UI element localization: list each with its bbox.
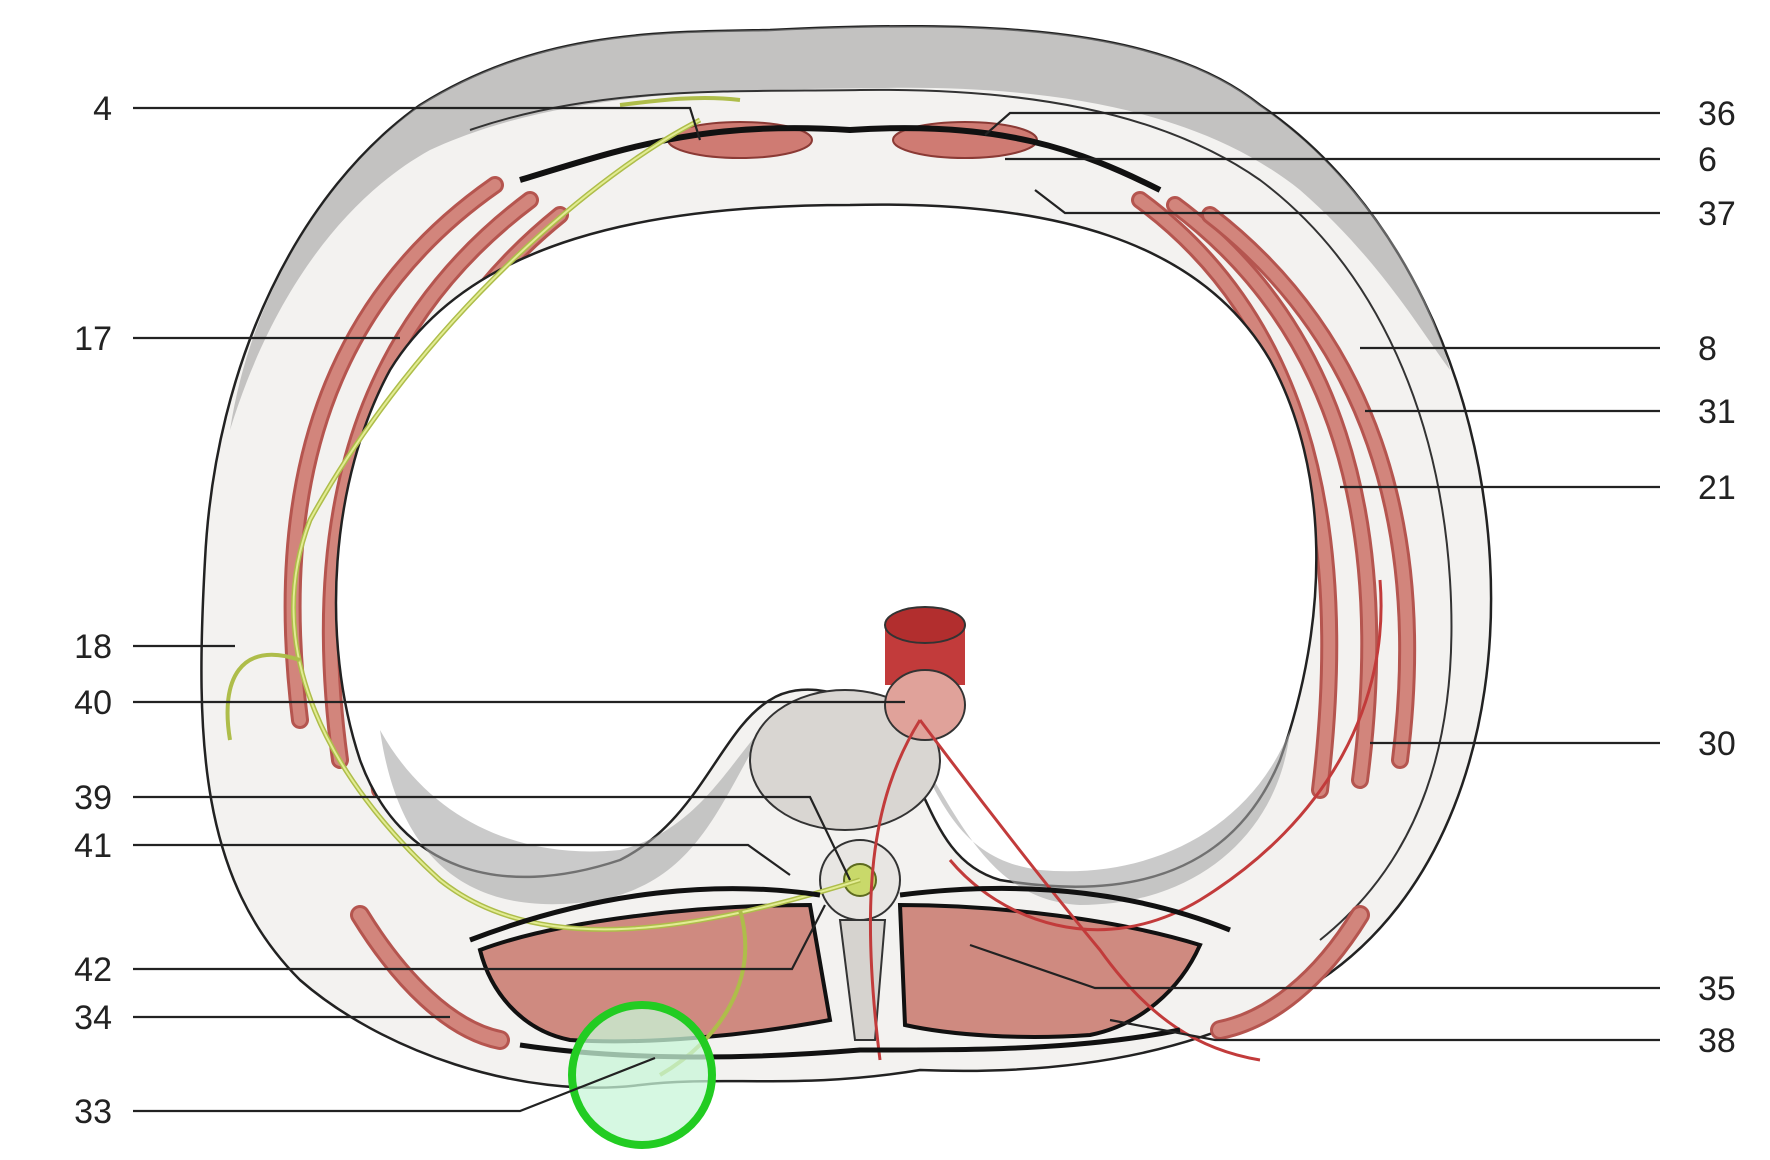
label-37: 37	[1698, 195, 1736, 233]
label-8: 8	[1698, 330, 1717, 368]
skin-inner-line	[469, 88, 1453, 941]
muscle-band	[1213, 908, 1367, 1037]
posterior-shadow-left	[380, 720, 770, 905]
leader-37	[1034, 189, 1660, 215]
label-17: 17	[74, 320, 112, 358]
label-38: 38	[1698, 1022, 1736, 1060]
label-39: 39	[74, 779, 112, 817]
fascia-posterior	[469, 886, 821, 943]
labels-left: 4 17 18 40 39 41 42 34 33	[74, 90, 112, 1131]
label-34: 34	[74, 999, 112, 1037]
muscle-band	[1169, 199, 1376, 786]
fascia-posterior	[899, 885, 1231, 933]
nerve-branch	[619, 95, 741, 107]
muscle-band	[1204, 209, 1414, 766]
label-40: 40	[74, 684, 112, 722]
label-18: 18	[74, 628, 112, 666]
label-6: 6	[1698, 141, 1717, 179]
leader-33	[133, 1056, 656, 1113]
label-41: 41	[74, 827, 112, 865]
fascia-anterior	[519, 125, 1162, 193]
muscle-band	[324, 194, 536, 766]
leader-41	[133, 843, 791, 876]
back-muscle-right	[897, 902, 1203, 1039]
back-muscle-left	[477, 902, 833, 1044]
aorta-lumen	[884, 669, 966, 741]
muscle-band	[353, 908, 507, 1047]
leader-39	[133, 795, 851, 881]
label-35: 35	[1698, 970, 1736, 1008]
label-36: 36	[1698, 95, 1736, 133]
intercostal-nerve	[292, 119, 861, 931]
label-31: 31	[1698, 393, 1736, 431]
intercostal-artery	[918, 719, 1261, 1062]
leader-lines	[133, 106, 1660, 1113]
leader-36	[984, 111, 1660, 136]
intercostal-artery	[868, 719, 922, 1061]
posterior-shadow-right	[910, 730, 1290, 905]
label-21: 21	[1698, 469, 1736, 507]
labels-right: 36 6 37 8 31 21 30 35 38	[1698, 95, 1736, 1060]
nerve-branch	[225, 652, 301, 741]
leader-38	[1109, 1018, 1660, 1042]
label-30: 30	[1698, 725, 1736, 763]
highlight-circle	[568, 1001, 716, 1149]
intercostal-artery	[948, 579, 1383, 932]
aorta-top	[884, 606, 966, 644]
leader-4	[133, 106, 702, 141]
leader-35	[969, 943, 1660, 990]
leader-42	[133, 904, 826, 971]
label-42: 42	[74, 951, 112, 989]
label-33: 33	[74, 1093, 112, 1131]
label-4: 4	[93, 90, 112, 128]
